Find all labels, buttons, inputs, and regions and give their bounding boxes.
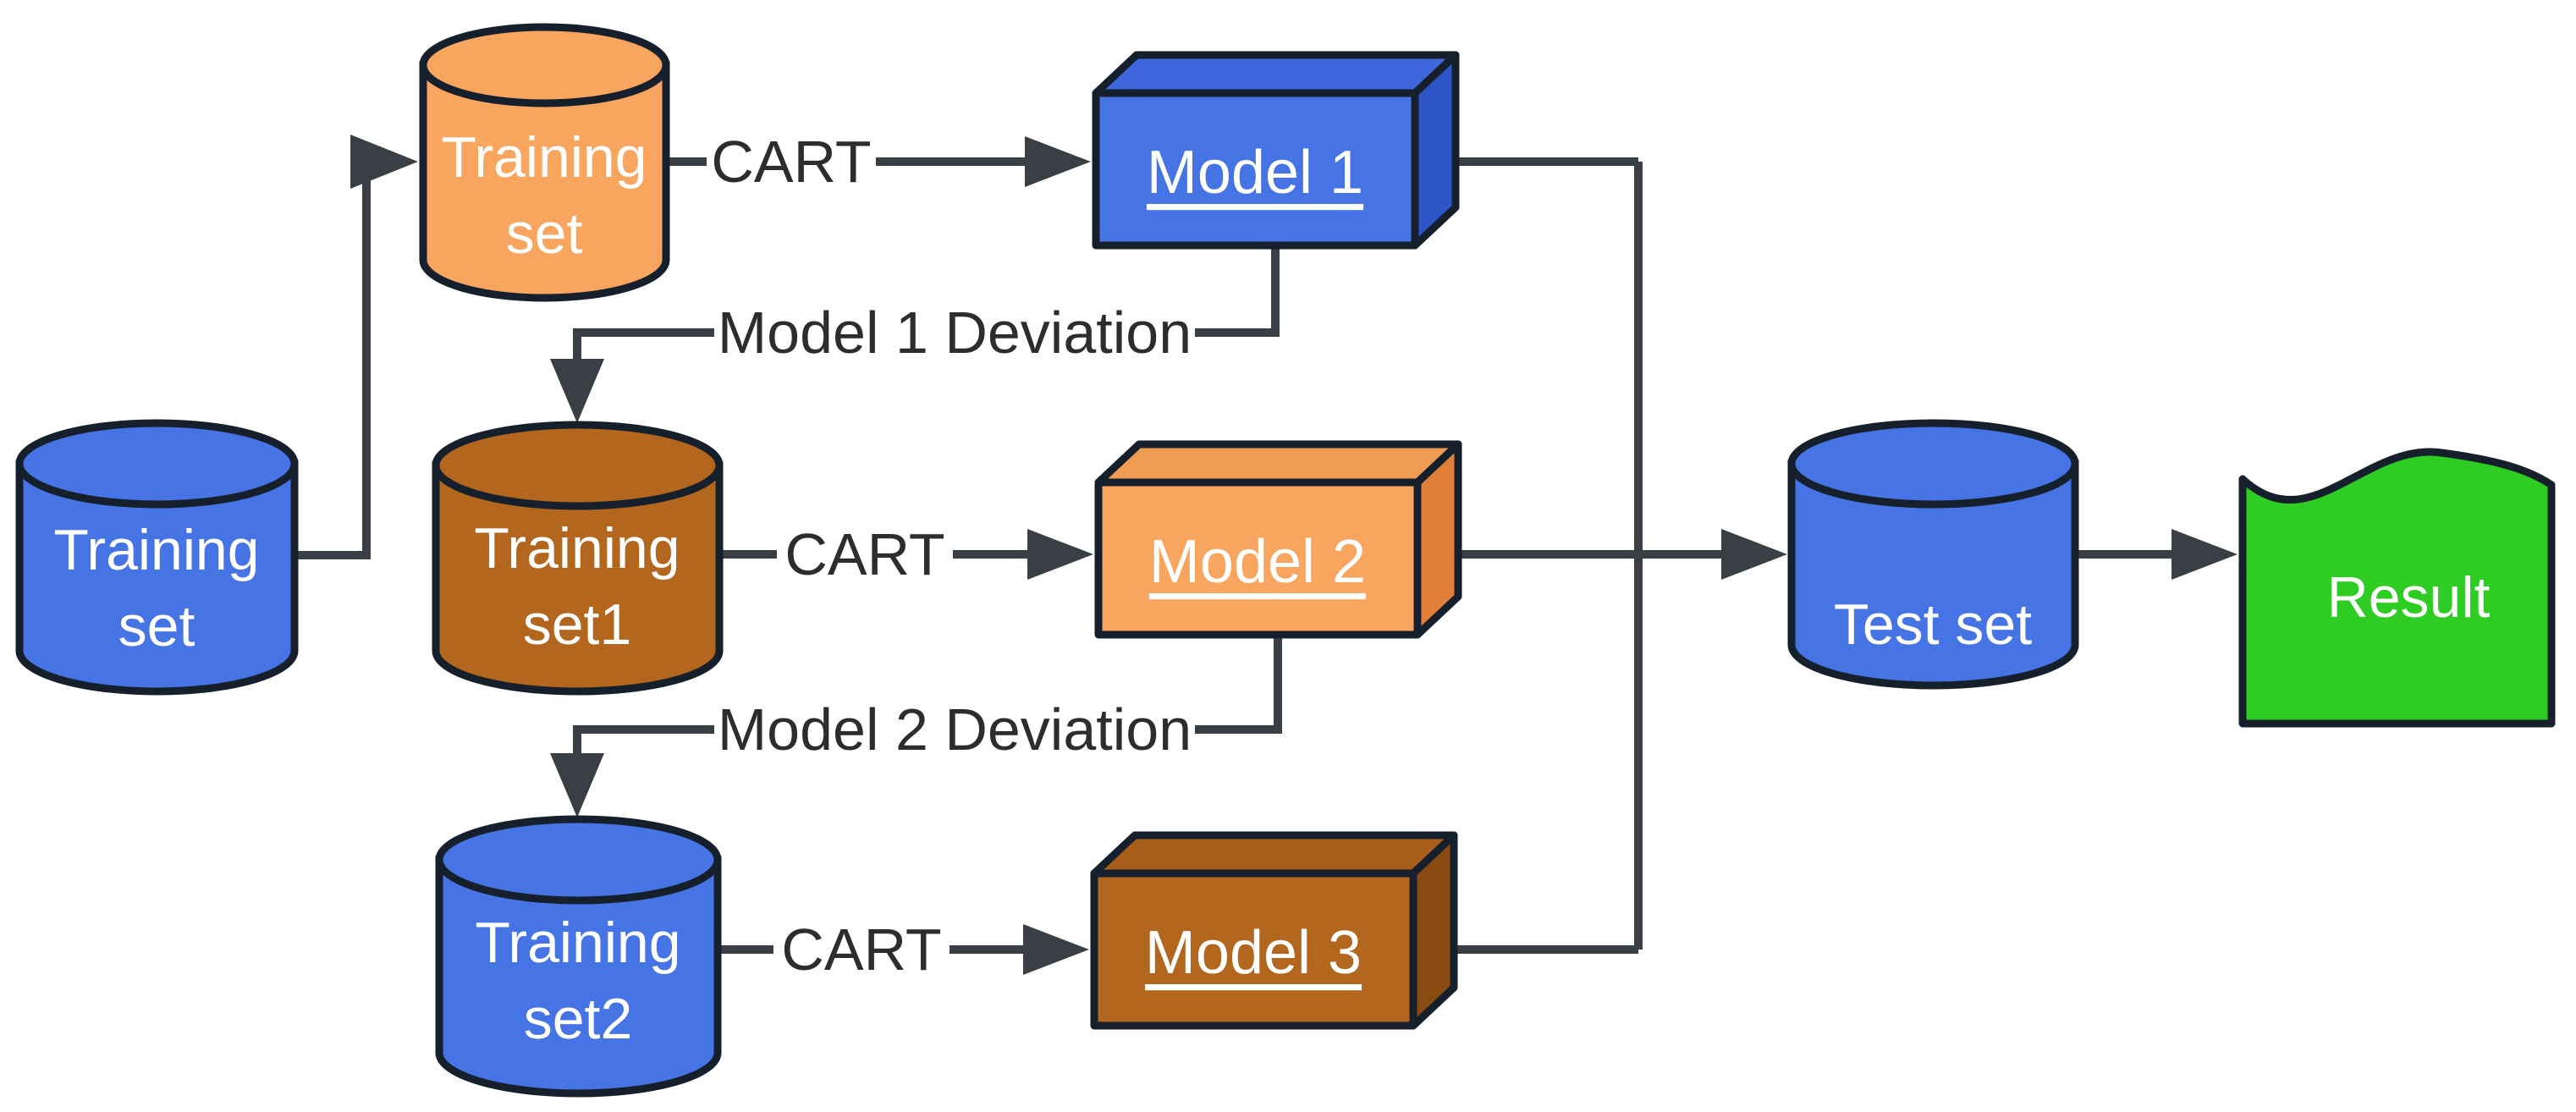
training-set-label-line2: set <box>118 594 195 658</box>
cylinder-body <box>15 460 299 696</box>
test-set-label: Test set <box>1834 592 2032 657</box>
node-training-set1: Training set1 <box>432 421 724 696</box>
cylinder-body <box>419 61 670 302</box>
model1-label: Model 1 <box>1147 139 1363 206</box>
edges <box>294 157 2177 954</box>
cart2-label: CART <box>784 521 944 587</box>
training-set-sample-label-line1: Training <box>441 125 647 190</box>
node-model1: Model 1 <box>1092 51 1460 250</box>
node-model3: Model 3 <box>1090 831 1458 1030</box>
arrowhead-into-model3 <box>1023 924 1089 975</box>
cylinder-body <box>432 461 724 696</box>
result-label: Result <box>2327 565 2491 630</box>
node-model2: Model 2 <box>1094 440 1462 639</box>
box-face <box>1090 869 1417 1030</box>
node-training-set: Training set <box>15 419 299 696</box>
cylinder-top <box>419 23 670 107</box>
arrowhead-into-model2 <box>1027 529 1093 580</box>
cylinder-top <box>432 421 724 510</box>
edge-deviation1-to-set1 <box>573 328 714 364</box>
arrowhead-into-set1 <box>550 359 604 423</box>
box-side <box>1413 440 1462 639</box>
box-side <box>1409 831 1458 1030</box>
cylinder-body <box>435 856 722 1098</box>
cylinder-body <box>1787 460 2079 690</box>
model2-label: Model 2 <box>1149 528 1366 596</box>
node-training-set2: Training set2 <box>435 815 722 1098</box>
arrowhead-into-model1 <box>1025 136 1091 187</box>
cart3-label: CART <box>781 917 941 983</box>
arrowhead-into-testset <box>1721 529 1787 580</box>
arrowhead-into-sample-set <box>350 135 418 189</box>
training-set-sample-label-line2: set <box>506 201 583 266</box>
model3-label: Model 3 <box>1145 919 1362 987</box>
training-set1-label-line2: set1 <box>523 592 632 657</box>
edge-deviation2-to-set2 <box>573 725 714 758</box>
cylinder-top <box>435 815 722 905</box>
result-shape <box>2238 448 2556 728</box>
box-top <box>1090 831 1458 878</box>
cylinder-top <box>1787 419 2079 509</box>
arrowhead-into-result <box>2171 529 2237 580</box>
training-set2-label-line1: Training <box>475 911 680 975</box>
box-top <box>1092 51 1460 97</box>
box-face <box>1094 478 1422 639</box>
arrowheads <box>350 135 2237 975</box>
node-test-set: Test set <box>1787 419 2079 690</box>
node-result: Result <box>2238 448 2556 728</box>
training-set1-label-line1: Training <box>474 516 680 581</box>
edge-model2-to-deviation2 <box>1195 635 1282 734</box>
cart1-label: CART <box>711 129 871 195</box>
edge-trainingset-to-sample <box>294 157 371 559</box>
training-set2-label-line2: set2 <box>524 987 633 1051</box>
arrowhead-into-set2 <box>550 753 604 817</box>
cylinder-top <box>15 419 299 509</box>
model1-deviation-label: Model 1 Deviation <box>718 300 1192 366</box>
edge-labels: CART CART CART Model 1 Deviation Model 2… <box>711 129 1192 983</box>
box-face <box>1092 89 1419 250</box>
box-top <box>1094 440 1462 487</box>
model2-deviation-label: Model 2 Deviation <box>718 696 1192 762</box>
node-training-set-sample: Training set <box>419 23 670 302</box>
box-side <box>1411 51 1460 250</box>
edge-model1-to-deviation1 <box>1195 245 1280 337</box>
training-set-label-line1: Training <box>53 518 259 582</box>
